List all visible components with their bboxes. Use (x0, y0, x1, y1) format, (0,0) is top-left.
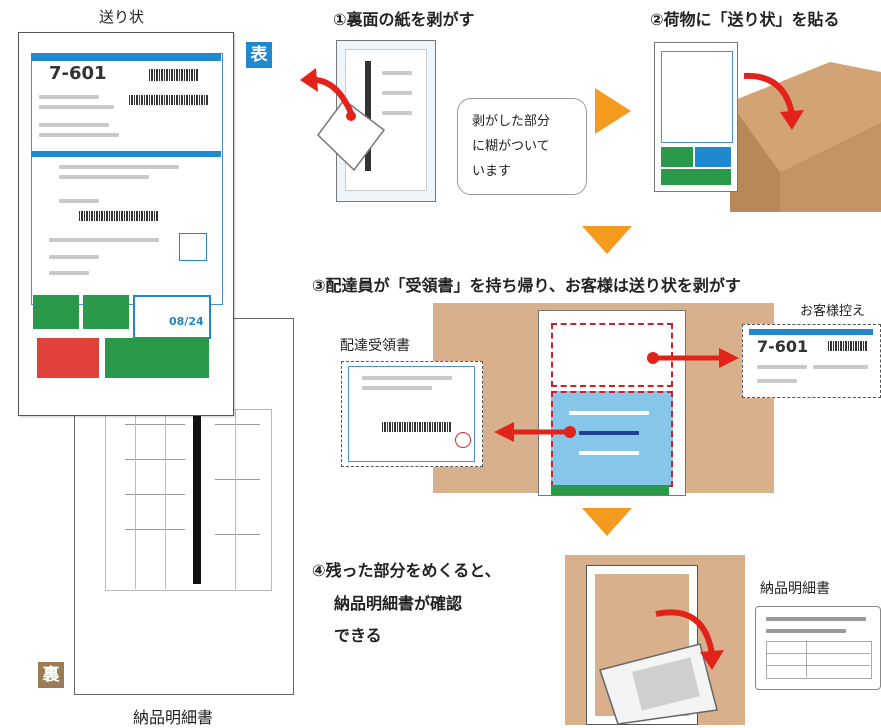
glue-note-bubble: 剥がした部分 に糊がついて います (457, 98, 587, 195)
step-1-title: ①裏面の紙を剥がす (333, 10, 475, 29)
label-delivery-details-right: 納品明細書 (760, 581, 830, 597)
cardboard-box (730, 62, 881, 212)
arrow-to-customer-copy (647, 348, 739, 368)
arrow-to-receipt (494, 422, 576, 442)
back-black-stripe (193, 414, 201, 584)
step-3-slip (538, 310, 686, 496)
orange-arrow-right (595, 88, 631, 134)
label-delivery-details-bottom: 納品明細書 (133, 708, 214, 727)
flip-arrow (655, 609, 724, 670)
customer-copy-number: 7-601 (757, 337, 809, 356)
front-sheet-okurijo: 7-601 08/24 (18, 32, 234, 416)
front-badge: 表 (246, 42, 272, 68)
step-3-title: ③配達員が「受領書」を持ち帰り、お客様は送り状を剥がす (312, 276, 741, 295)
step-2-title: ②荷物に「送り状」を貼る (650, 10, 840, 29)
orange-arrow-down-1 (582, 226, 632, 254)
customer-copy-slip: 7-601 (742, 324, 881, 398)
step-4-line-2: 納品明細書が確認 (334, 594, 463, 613)
label-receipt: 配達受領書 (340, 338, 410, 354)
receipt-slip (341, 361, 483, 467)
peel-arrow (300, 68, 356, 121)
delivery-details-thumbnail (755, 606, 881, 690)
step-4-flipped-sheet (599, 643, 718, 725)
back-badge: 裏 (38, 662, 64, 688)
peeled-corner (317, 98, 386, 172)
orange-arrow-down-2 (582, 508, 632, 536)
date-stamp: 08/24 (169, 315, 204, 328)
attach-arrow (743, 72, 804, 130)
step-2-slip (654, 42, 738, 192)
step-4-line-1: ④残った部分をめくると、 (312, 561, 501, 580)
slip-number: 7-601 (49, 63, 107, 84)
label-customer-copy: お客様控え (800, 304, 866, 319)
step-4-line-3: できる (334, 626, 382, 645)
label-okurijo: 送り状 (99, 8, 145, 26)
